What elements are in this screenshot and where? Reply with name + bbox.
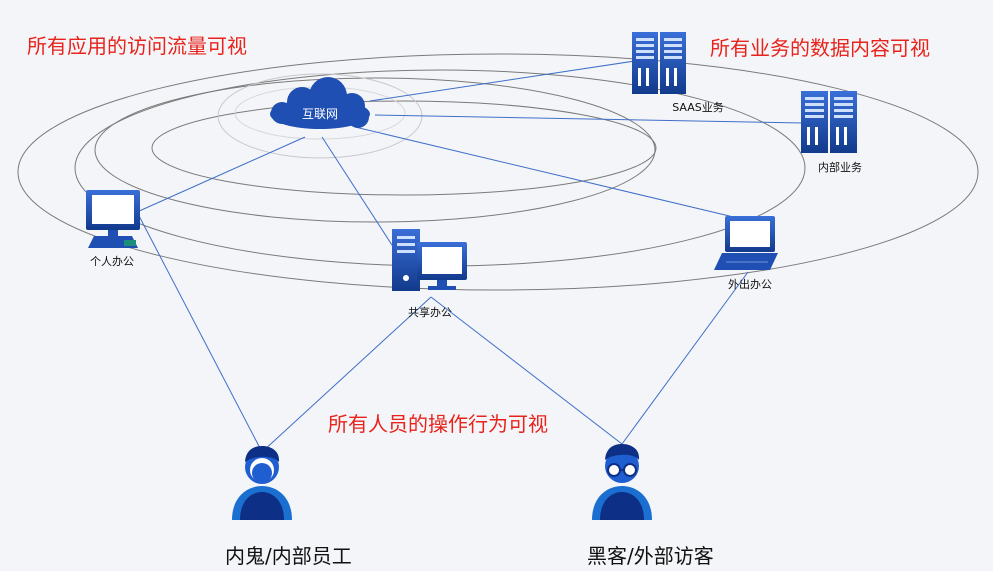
orbit-core — [151, 100, 657, 196]
personal-office-node: 个人办公 — [86, 190, 140, 268]
server-rack-icon — [801, 91, 857, 153]
hacker-actor — [592, 444, 652, 520]
headline-app-traffic: 所有应用的访问流量可视 — [27, 34, 247, 58]
link-shared-hacker — [430, 296, 623, 445]
link-internet-internal — [374, 114, 804, 124]
internal-business-server-node: 内部业务 — [801, 91, 862, 174]
link-shared-insider — [261, 296, 432, 453]
headline-people-ops: 所有人员的操作行为可视 — [328, 412, 548, 436]
person-with-glasses-icon — [592, 444, 652, 520]
orbit-inner — [94, 77, 656, 223]
link-internet-shared — [321, 136, 404, 263]
insider-actor — [232, 446, 292, 520]
saas-server-node: SAAS业务 — [632, 32, 724, 114]
remote-office-node: 外出办公 — [714, 216, 778, 291]
workstation-icon — [392, 229, 467, 291]
link-internet-personal — [136, 136, 306, 213]
internet-label: 互联网 — [302, 107, 338, 121]
link-personal-insider — [136, 211, 263, 453]
link-remote-hacker — [621, 271, 749, 445]
person-icon — [232, 446, 292, 520]
remote-office-label: 外出办公 — [728, 277, 772, 291]
server-rack-icon — [632, 32, 686, 94]
headline-business-data: 所有业务的数据内容可视 — [710, 36, 930, 60]
insider-label: 内鬼/内部员工 — [225, 544, 352, 568]
shared-office-label: 共享办公 — [408, 305, 452, 319]
hacker-label: 黑客/外部访客 — [587, 544, 714, 568]
connection-lines — [136, 58, 804, 453]
shared-office-node: 共享办公 — [392, 229, 467, 319]
saas-label: SAAS业务 — [672, 101, 724, 114]
personal-office-label: 个人办公 — [90, 255, 134, 268]
orbit-middle — [74, 69, 806, 267]
link-internet-saas — [369, 58, 649, 102]
laptop-icon — [714, 216, 778, 270]
internet-node: 互联网 — [270, 77, 370, 129]
orbit-outer — [17, 53, 979, 291]
link-internet-remote — [354, 126, 743, 220]
internal-business-label: 内部业务 — [818, 160, 862, 174]
cloud-icon — [270, 77, 370, 129]
desktop-computer-icon — [86, 190, 140, 248]
